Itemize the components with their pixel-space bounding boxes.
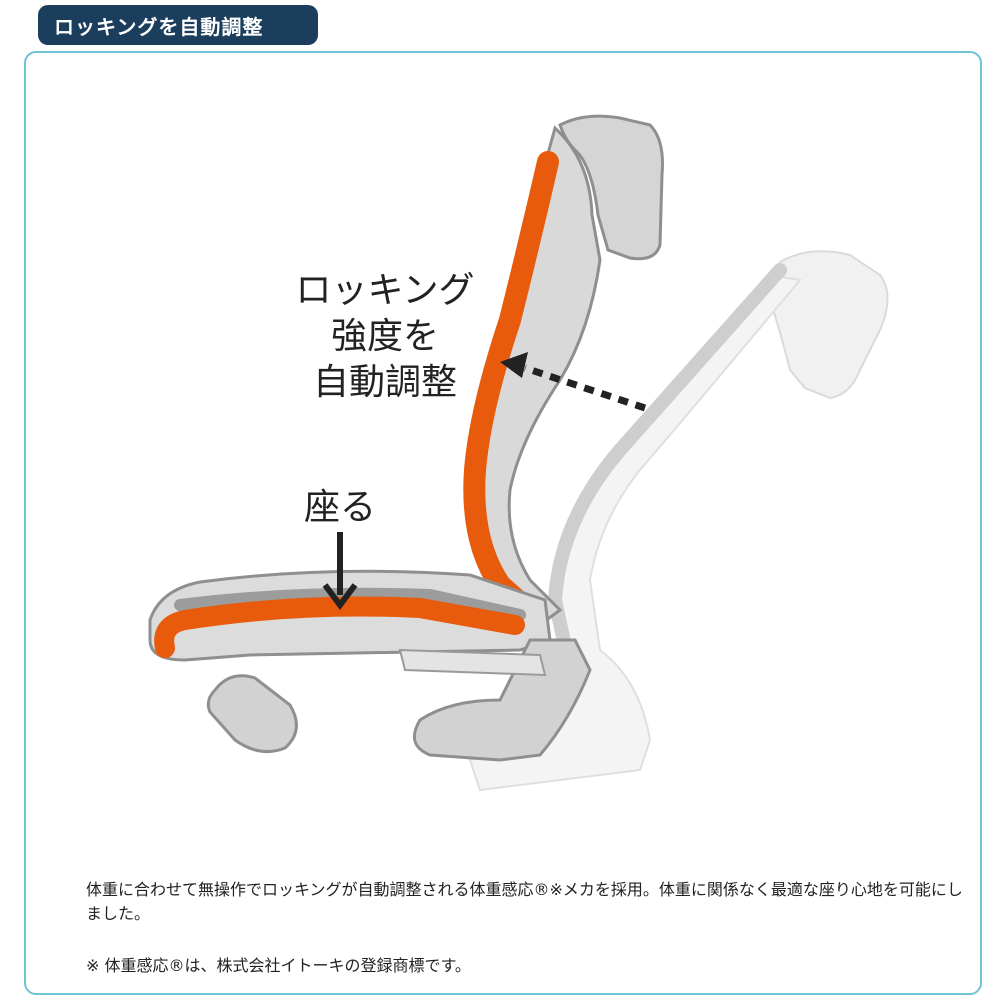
chair-diagram	[148, 114, 889, 792]
callout-sit-label: 座る	[303, 487, 376, 528]
callout-rocking: ロッキング 強度を 自動調整	[280, 268, 490, 406]
callout-rocking-line-2: 強度を	[330, 316, 439, 357]
chair-seat	[148, 569, 552, 662]
chair-base	[206, 638, 592, 762]
footnote-text: ※ 体重感応®は、株式会社イトーキの登録商標です。	[86, 956, 471, 975]
callout-sit: 座る	[290, 485, 390, 531]
rocking-arrow	[500, 352, 647, 412]
reclined-chair-ghost	[468, 250, 889, 792]
callout-rocking-line-1: ロッキング	[295, 270, 475, 311]
section-title: ロッキングを自動調整	[38, 5, 318, 45]
callout-rocking-line-3: 自動調整	[312, 362, 457, 403]
description-text: 体重に合わせて無操作でロッキングが自動調整される体重感応®※メカを採用。体重に関…	[86, 880, 963, 923]
upright-chair-back	[463, 114, 664, 627]
sit-arrow	[322, 532, 358, 610]
